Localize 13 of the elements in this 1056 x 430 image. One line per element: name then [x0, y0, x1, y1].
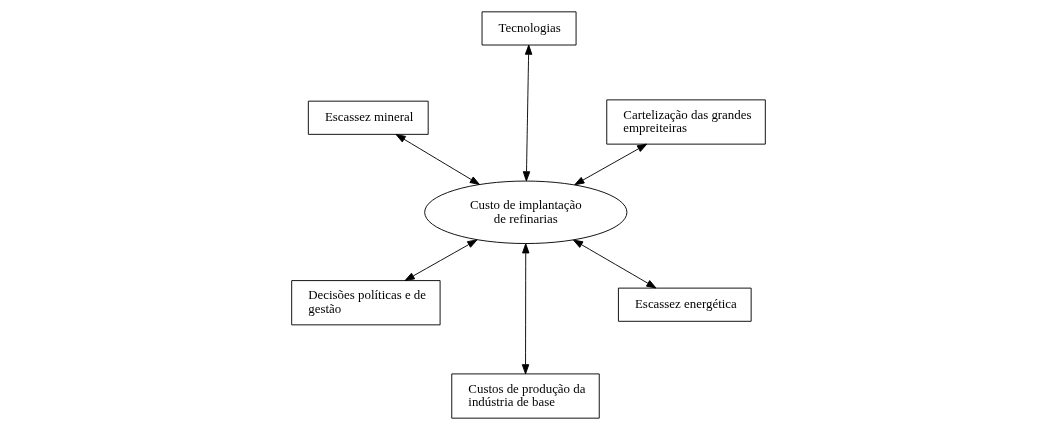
arrow: [572, 239, 656, 289]
node-box: Escassez mineral: [307, 100, 429, 135]
arrow: [521, 243, 529, 375]
node-ellipse: Custo de implantação de refinarias: [423, 180, 627, 244]
node-box: Cartelização das grandes empreiteiras: [605, 99, 766, 145]
node-box: Custos de produção da indústria de base: [450, 373, 600, 419]
arrow: [522, 44, 532, 182]
arrow: [404, 239, 477, 281]
arrow: [395, 134, 480, 185]
node-box: Decisões políticas e de gestão: [290, 280, 441, 326]
node-box: Escassez energética: [617, 287, 752, 322]
node-box: Tecnologias: [481, 11, 577, 46]
arrow: [573, 143, 647, 186]
